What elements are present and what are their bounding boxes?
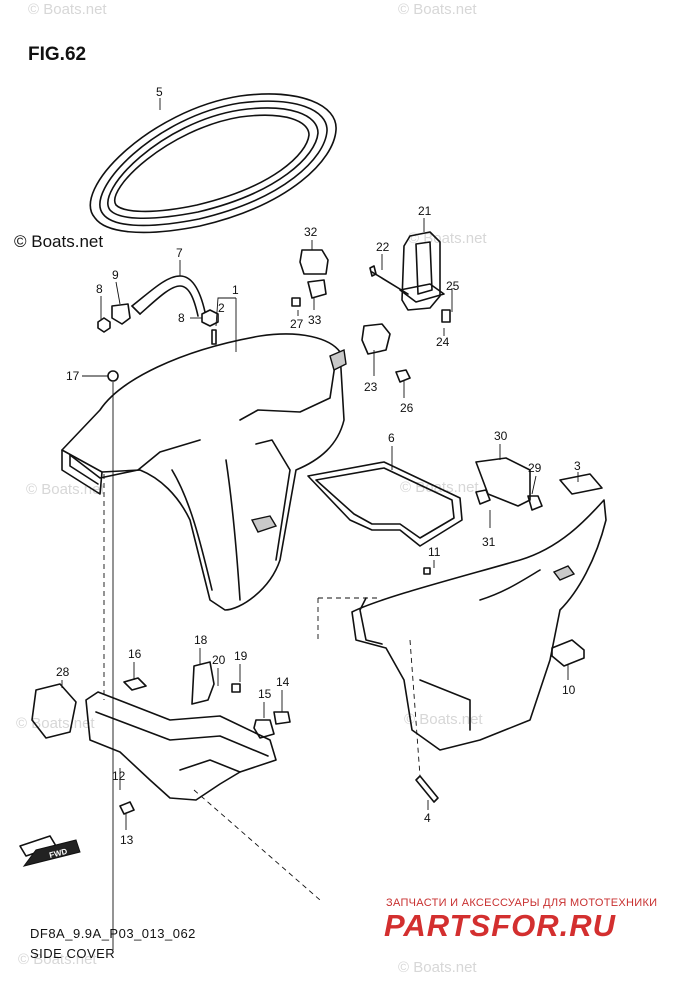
faint-watermark: © Boats.net [28,1,107,18]
callout-labels: 5 7 9 8 1 2 8 27 32 33 17 21 22 25 24 23… [56,85,581,847]
callout-27: 27 [290,317,304,331]
part-latch-assembly [361,231,451,383]
brand-tagline: ЗАПЧАСТИ И АКСЕССУАРЫ ДЛЯ МОТОТЕХНИКИ [386,897,658,909]
callout-12: 12 [112,769,126,783]
callout-28: 28 [56,665,70,679]
callout-31: 31 [482,535,496,549]
part-side-cover-port [61,333,347,611]
callout-30: 30 [494,429,508,443]
part-clip [97,303,131,333]
watermark-boats: © Boats.net [14,232,104,251]
callout-19: 19 [234,649,248,663]
part-seal-ring [89,93,337,234]
part-bracket-clip [291,249,329,307]
part-side-cover-starboard [351,473,607,751]
leader-lines [61,98,579,950]
fwd-label: FWD [48,847,68,860]
callout-26: 26 [400,401,414,415]
callout-29: 29 [528,461,542,475]
figure-code: DF8A_9.9A_P03_013_062 [30,926,196,941]
callout-3: 3 [574,459,581,473]
callout-20: 20 [212,653,226,667]
faint-watermark: © Boats.net [18,951,97,968]
brand-logo-text: PARTSFOR.RU [384,908,617,942]
part-fittings [201,309,219,345]
part-hose [131,275,206,317]
faint-watermark: © Boats.net [398,1,477,18]
faint-watermark: © Boats.net [400,479,479,496]
faint-watermark: © Boats.net [408,230,487,247]
callout-25: 25 [446,279,460,293]
brand-logo[interactable]: PARTSFOR.RU [382,906,672,942]
part-gasket [307,461,463,547]
callout-8a: 8 [96,282,103,296]
callout-2: 2 [218,301,225,315]
part-screw-17 [107,370,119,382]
callout-14: 14 [276,675,290,689]
callout-15: 15 [258,687,272,701]
callout-22: 22 [376,240,390,254]
part-grommet-10 [415,567,585,803]
callout-32: 32 [304,225,318,239]
faint-watermark: © Boats.net [404,711,483,728]
faint-watermark: © Boats.net [398,959,477,976]
callout-21: 21 [418,204,432,218]
callout-13: 13 [120,833,134,847]
callout-9: 9 [112,268,119,282]
callout-24: 24 [436,335,450,349]
fwd-arrow-icon: FWD [22,839,81,867]
callout-23: 23 [364,380,378,394]
part-bracket-30 [475,457,543,511]
figure-title: FIG.62 [28,44,87,65]
callout-7: 7 [176,246,183,260]
figure-name: SIDE COVER [30,946,116,961]
callout-33: 33 [308,313,322,327]
callout-16: 16 [128,647,142,661]
callout-10: 10 [562,683,576,697]
callout-5: 5 [156,85,163,99]
callout-8b: 8 [178,311,185,325]
part-lower-pan [19,661,291,857]
callout-17: 17 [66,369,80,383]
callout-6: 6 [388,431,395,445]
faint-watermark: © Boats.net [16,715,95,732]
callout-18: 18 [194,633,208,647]
faint-watermarks: © Boats.net © Boats.net © Boats.net © Bo… [16,1,487,976]
callout-4: 4 [424,811,431,825]
callout-11: 11 [428,545,441,559]
callout-1: 1 [232,283,239,297]
